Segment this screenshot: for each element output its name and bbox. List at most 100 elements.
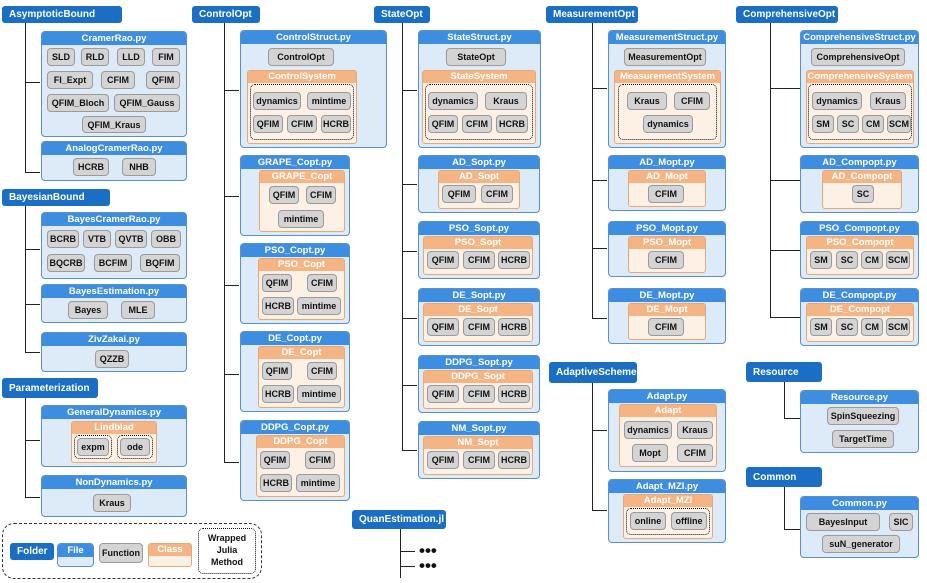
fn-qfim[interactable]: QFIM (427, 318, 459, 336)
fn-cfim[interactable]: CFIM (648, 318, 684, 336)
fn-mintime[interactable]: mintime (296, 474, 340, 492)
fn-comprehensive-opt[interactable]: ComprehensiveOpt (811, 48, 905, 66)
fn-scm[interactable]: SCM (886, 251, 910, 269)
fn-bayes[interactable]: Bayes (68, 301, 108, 319)
fn-qfim[interactable]: QFIM (269, 186, 299, 204)
file-non-dynamics[interactable]: NonDynamics.py (41, 475, 187, 517)
folder-parameterization[interactable]: Parameterization (2, 378, 98, 398)
fn-cfim[interactable]: CFIM (307, 362, 337, 380)
fn-kraus[interactable]: Kraus (93, 494, 131, 512)
fn-control-opt[interactable]: ControlOpt (268, 48, 334, 66)
fn-target-time[interactable]: TargetTime (832, 430, 894, 448)
fn-cfim[interactable]: CFIM (648, 251, 684, 269)
fn-cfim[interactable]: CFIM (463, 318, 495, 336)
fn-hcrb[interactable]: HCRB (73, 158, 109, 176)
fn-qvtb[interactable]: QVTB (115, 230, 147, 248)
fn-sc[interactable]: SC (836, 318, 858, 336)
file-ziv-zakai[interactable]: ZivZakai.py (41, 332, 187, 372)
fn-mintime[interactable]: mintime (297, 297, 341, 315)
fn-qfim[interactable]: QFIM (262, 362, 292, 380)
folder-asymptotic-bound[interactable]: AsymptoticBound (2, 6, 122, 23)
fn-sld[interactable]: SLD (47, 48, 75, 66)
fn-qfim-bloch[interactable]: QFIM_Bloch (47, 94, 109, 112)
fn-hcrb[interactable]: HCRB (260, 474, 292, 492)
fn-qfim[interactable]: QFIM (442, 185, 476, 203)
fn-ode[interactable]: ode (120, 438, 150, 456)
folder-state-opt[interactable]: StateOpt (374, 6, 430, 23)
fn-hcrb[interactable]: HCRB (262, 385, 294, 403)
fn-qfim[interactable]: QFIM (427, 451, 459, 469)
fn-nhb[interactable]: NHB (122, 158, 156, 176)
fn-vtb[interactable]: VTB (83, 230, 111, 248)
fn-hcrb[interactable]: HCRB (262, 297, 294, 315)
fn-hcrb[interactable]: HCRB (321, 115, 351, 133)
fn-fim[interactable]: FIM (152, 48, 180, 66)
fn-cfim[interactable]: CFIM (287, 115, 317, 133)
fn-qfim[interactable]: QFIM (260, 451, 290, 469)
fn-bqfim[interactable]: BQFIM (140, 254, 180, 272)
fn-cfim[interactable]: CFIM (305, 451, 335, 469)
fn-dynamics[interactable]: dynamics (643, 115, 693, 133)
fn-measurement-opt[interactable]: MeasurementOpt (624, 48, 706, 66)
folder-measurement-opt[interactable]: MeasurementOpt (546, 6, 638, 23)
fn-qfim[interactable]: QFIM (427, 251, 459, 269)
fn-bqcrb[interactable]: BQCRB (47, 254, 85, 272)
fn-cfim[interactable]: CFIM (463, 451, 495, 469)
fn-sc[interactable]: SC (837, 115, 859, 133)
fn-cfim[interactable]: CFIM (101, 71, 135, 89)
fn-mle[interactable]: MLE (121, 301, 155, 319)
fn-cfim[interactable]: CFIM (307, 274, 337, 292)
fn-lld[interactable]: LLD (117, 48, 145, 66)
fn-state-opt[interactable]: StateOpt (446, 48, 506, 66)
fn-expm[interactable]: expm (77, 438, 109, 456)
fn-mintime[interactable]: mintime (278, 210, 324, 228)
fn-fi-expt[interactable]: FI_Expt (47, 71, 93, 89)
fn-hcrb[interactable]: HCRB (498, 251, 530, 269)
fn-obb[interactable]: OBB (151, 230, 181, 248)
fn-hcrb[interactable]: HCRB (498, 385, 530, 403)
fn-qfim[interactable]: QFIM (262, 274, 292, 292)
fn-qfim[interactable]: QFIM (427, 385, 459, 403)
fn-sc[interactable]: SC (836, 251, 858, 269)
class-lindblad[interactable]: Lindblad (71, 421, 157, 463)
fn-hcrb[interactable]: HCRB (498, 318, 530, 336)
fn-dynamics[interactable]: dynamics (253, 92, 301, 110)
fn-cfim[interactable]: CFIM (648, 185, 684, 203)
fn-mintime[interactable]: mintime (297, 385, 341, 403)
fn-sc[interactable]: SC (852, 185, 874, 203)
fn-sm[interactable]: SM (810, 251, 832, 269)
fn-spin-squeezing[interactable]: SpinSqueezing (827, 407, 899, 425)
fn-mopt[interactable]: Mopt (632, 444, 668, 462)
fn-qfim-kraus[interactable]: QFIM_Kraus (82, 116, 146, 133)
fn-cfim[interactable]: CFIM (463, 251, 495, 269)
fn-cm[interactable]: CM (862, 115, 884, 133)
fn-kraus[interactable]: Kraus (870, 92, 906, 110)
fn-qfim[interactable]: QFIM (253, 115, 283, 133)
folder-control-opt[interactable]: ControlOpt (192, 6, 260, 23)
fn-mintime[interactable]: mintime (307, 92, 351, 110)
fn-qfim-gauss[interactable]: QFIM_Gauss (114, 94, 180, 112)
fn-offline[interactable]: offline (671, 512, 707, 530)
fn-rld[interactable]: RLD (81, 48, 109, 66)
fn-cfim[interactable]: CFIM (462, 115, 492, 133)
file-analog-cramer-rao[interactable]: AnalogCramerRao.py (41, 141, 187, 181)
folder-quanestimation-jl[interactable]: QuanEstimation.jl (352, 510, 446, 529)
fn-cfim[interactable]: CFIM (481, 185, 513, 203)
folder-bayesian-bound[interactable]: BayesianBound (2, 189, 110, 206)
fn-cm[interactable]: CM (861, 251, 883, 269)
file-bayes-estimation[interactable]: BayesEstimation.py (41, 284, 187, 323)
fn-bcrb[interactable]: BCRB (47, 230, 79, 248)
fn-hcrb[interactable]: HCRB (498, 451, 530, 469)
fn-qfim[interactable]: QFIM (146, 71, 180, 89)
fn-cm[interactable]: CM (861, 318, 883, 336)
fn-sm[interactable]: SM (812, 115, 834, 133)
fn-cfim[interactable]: CFIM (674, 92, 710, 110)
fn-kraus[interactable]: Kraus (677, 421, 713, 439)
fn-dynamics[interactable]: dynamics (624, 421, 672, 439)
fn-qfim[interactable]: QFIM (428, 115, 458, 133)
fn-scm[interactable]: SCM (886, 318, 910, 336)
folder-resource[interactable]: Resource (746, 362, 822, 382)
folder-common[interactable]: Common (746, 467, 822, 487)
fn-dynamics[interactable]: dynamics (428, 92, 478, 110)
folder-comprehensive-opt[interactable]: ComprehensiveOpt (736, 6, 838, 23)
